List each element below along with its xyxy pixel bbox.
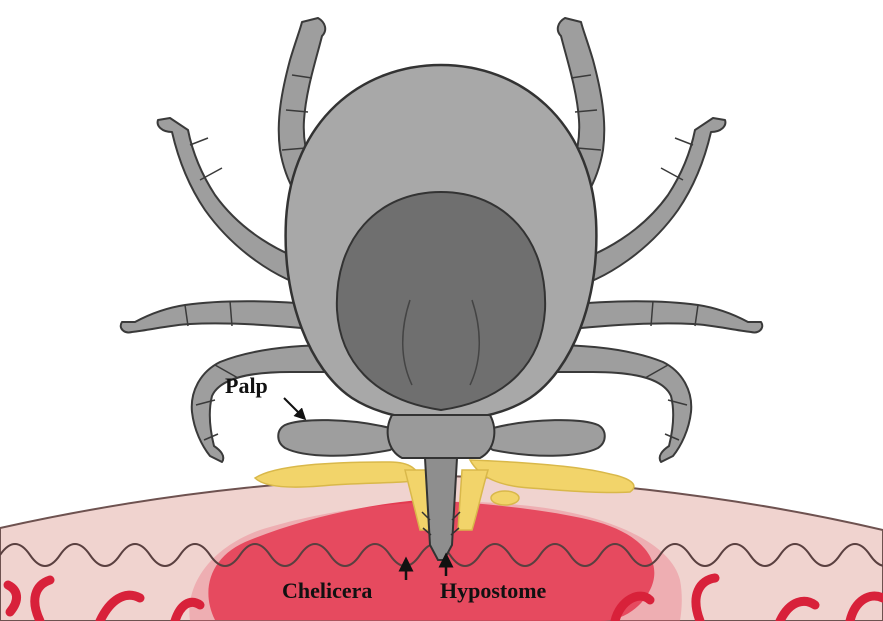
basis-capituli: [388, 415, 495, 458]
leg-right-3: [561, 301, 762, 332]
label-chelicera: Chelicera: [282, 578, 372, 603]
leg-left-3: [121, 301, 322, 332]
arrow-palp: [284, 398, 302, 416]
palp-right: [486, 420, 605, 456]
label-hypostome: Hypostome: [440, 578, 547, 603]
label-palp: Palp: [225, 373, 268, 398]
mouthparts: [425, 458, 457, 560]
palp-left: [278, 420, 397, 456]
scutum: [337, 192, 545, 410]
